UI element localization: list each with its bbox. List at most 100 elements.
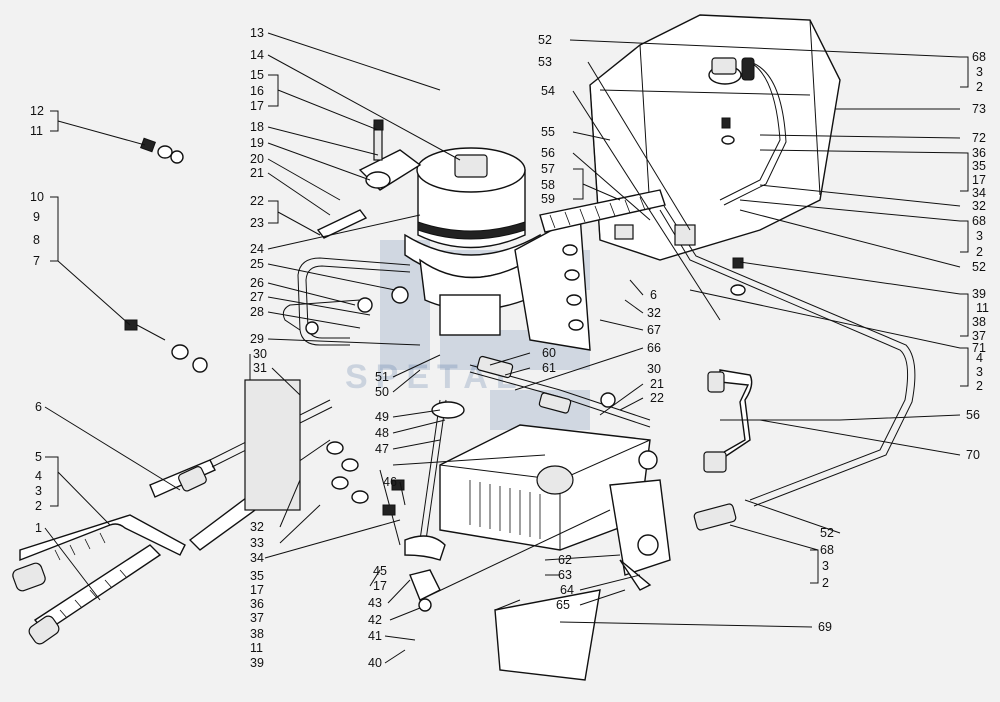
callout-13: 13 bbox=[250, 26, 264, 40]
callout-33: 33 bbox=[250, 536, 264, 550]
callout-52-top: 52 bbox=[538, 33, 552, 47]
callout-3-d: 3 bbox=[822, 559, 829, 573]
callout-66: 66 bbox=[647, 341, 661, 355]
callout-63: 63 bbox=[558, 568, 572, 582]
callout-2-b: 2 bbox=[976, 245, 983, 259]
callout-15: 15 bbox=[250, 68, 264, 82]
fasteners bbox=[124, 117, 746, 516]
callout-3: 3 bbox=[35, 484, 42, 498]
callout-30b: 30 bbox=[647, 362, 661, 376]
fuel-filter bbox=[404, 147, 541, 336]
bottom-bracket bbox=[494, 589, 601, 681]
callout-52-b: 52 bbox=[820, 526, 834, 540]
callout-34b: 34 bbox=[972, 186, 986, 200]
callout-20: 20 bbox=[250, 152, 264, 166]
callout-41: 41 bbox=[368, 629, 382, 643]
callout-56-top: 56 bbox=[541, 146, 555, 160]
callout-67: 67 bbox=[647, 323, 661, 337]
callout-36b: 36 bbox=[972, 146, 986, 160]
callout-39b: 39 bbox=[972, 287, 986, 301]
callout-4: 4 bbox=[35, 469, 42, 483]
callout-42: 42 bbox=[368, 613, 382, 627]
callout-16: 16 bbox=[250, 84, 264, 98]
callout-32b: 32 bbox=[647, 306, 661, 320]
callout-73: 73 bbox=[972, 102, 986, 116]
callout-32: 32 bbox=[250, 520, 264, 534]
callout-70: 70 bbox=[966, 448, 980, 462]
callout-61: 61 bbox=[542, 361, 556, 375]
callout-51: 51 bbox=[375, 370, 389, 384]
mounting-bracket bbox=[514, 189, 666, 351]
callout-14: 14 bbox=[250, 48, 264, 62]
callout-58: 58 bbox=[541, 178, 555, 192]
callout-69: 69 bbox=[818, 620, 832, 634]
callout-68-c: 68 bbox=[820, 543, 834, 557]
return-lines bbox=[469, 205, 916, 531]
callout-40: 40 bbox=[368, 656, 382, 670]
callout-62: 62 bbox=[558, 553, 572, 567]
callout-65: 65 bbox=[556, 598, 570, 612]
callout-54: 54 bbox=[541, 84, 555, 98]
callout-37b: 37 bbox=[972, 329, 986, 343]
callout-37: 37 bbox=[250, 611, 264, 625]
callout-3-c: 3 bbox=[976, 365, 983, 379]
callout-2-c: 2 bbox=[976, 379, 983, 393]
callout-5: 5 bbox=[35, 450, 42, 464]
callout-11: 11 bbox=[30, 124, 43, 138]
callout-57: 57 bbox=[541, 162, 555, 176]
callout-29: 29 bbox=[250, 332, 264, 346]
callout-34: 34 bbox=[250, 551, 264, 565]
callout-27: 27 bbox=[250, 290, 264, 304]
callout-11c: 11 bbox=[976, 301, 989, 315]
injection-pump bbox=[439, 424, 671, 591]
control-rods bbox=[379, 399, 611, 612]
callout-47: 47 bbox=[375, 442, 389, 456]
callout-10: 10 bbox=[30, 190, 44, 204]
callout-25: 25 bbox=[250, 257, 264, 271]
callout-49: 49 bbox=[375, 410, 389, 424]
callout-59: 59 bbox=[541, 192, 555, 206]
callout-56-r: 56 bbox=[966, 408, 980, 422]
callout-68-b: 68 bbox=[972, 214, 986, 228]
callout-48: 48 bbox=[375, 426, 389, 440]
callout-53: 53 bbox=[538, 55, 552, 69]
callout-21b: 21 bbox=[650, 377, 664, 391]
callout-46: 46 bbox=[383, 475, 397, 489]
callout-36: 36 bbox=[250, 597, 264, 611]
callout-24: 24 bbox=[250, 242, 264, 256]
callout-39: 39 bbox=[250, 656, 264, 670]
callout-60: 60 bbox=[542, 346, 556, 360]
callout-3-b: 3 bbox=[976, 229, 983, 243]
callout-64: 64 bbox=[560, 583, 574, 597]
callout-43: 43 bbox=[368, 596, 382, 610]
callout-17b: 17 bbox=[250, 583, 264, 597]
callout-2-a: 2 bbox=[976, 80, 983, 94]
callout-35b: 35 bbox=[972, 159, 986, 173]
callout-50: 50 bbox=[375, 385, 389, 399]
filter-bracket bbox=[316, 124, 422, 239]
callout-32c: 32 bbox=[972, 199, 986, 213]
callout-4b: 4 bbox=[976, 351, 983, 365]
callout-labels: 12 11 10 9 8 7 6 5 4 3 2 1 13 14 15 16 1… bbox=[30, 26, 989, 670]
callout-22b: 22 bbox=[650, 391, 664, 405]
callout-26: 26 bbox=[250, 276, 264, 290]
callout-2: 2 bbox=[35, 499, 42, 513]
callout-28: 28 bbox=[250, 305, 264, 319]
callout-1: 1 bbox=[35, 521, 42, 535]
callout-23: 23 bbox=[250, 216, 264, 230]
callout-17: 17 bbox=[250, 99, 264, 113]
callout-8: 8 bbox=[33, 233, 40, 247]
callout-68-a: 68 bbox=[972, 50, 986, 64]
callout-72: 72 bbox=[972, 131, 986, 145]
callout-17c: 17 bbox=[373, 579, 387, 593]
callout-35: 35 bbox=[250, 569, 264, 583]
hoses-left bbox=[12, 399, 333, 645]
callout-6: 6 bbox=[35, 400, 42, 414]
callout-21: 21 bbox=[250, 166, 264, 180]
callout-55: 55 bbox=[541, 125, 555, 139]
callout-12: 12 bbox=[30, 104, 44, 118]
callout-7: 7 bbox=[33, 254, 40, 268]
callout-38: 38 bbox=[250, 627, 264, 641]
callout-71: 71 bbox=[972, 341, 986, 355]
